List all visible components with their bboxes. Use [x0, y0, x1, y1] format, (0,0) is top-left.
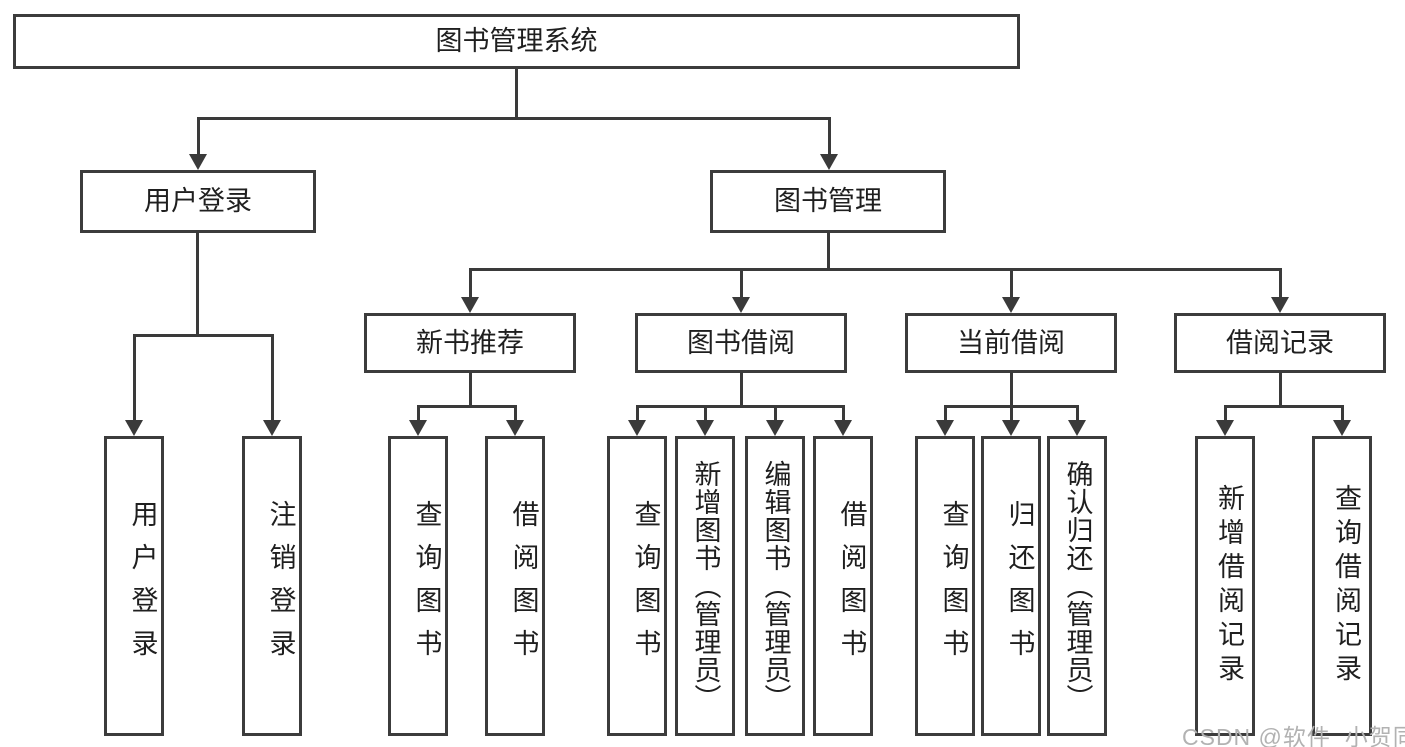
connector-vline — [1279, 372, 1282, 407]
connector-hline — [133, 334, 274, 337]
group-node-label: 借阅记录 — [1226, 327, 1334, 358]
leaf-label: 借阅图书 — [508, 500, 539, 672]
arrow-down — [732, 269, 750, 313]
connector-vline — [1010, 372, 1013, 407]
leaf-add-book-admin: 新增图书（管理员） — [675, 436, 735, 736]
arrow-down — [263, 335, 281, 436]
arrow-down — [189, 118, 207, 170]
leaf-query-books-current: 查询图书 — [915, 436, 975, 736]
branch-node-user-login: 用户登录 — [80, 170, 316, 233]
connector-vline — [740, 372, 743, 407]
group-node-new-book-recommend: 新书推荐 — [364, 313, 576, 373]
arrow-down — [461, 269, 479, 313]
arrow-down — [1002, 406, 1020, 436]
arrow-down — [834, 406, 852, 436]
arrow-down — [506, 406, 524, 436]
arrow-down — [628, 406, 646, 436]
connector-hline — [1224, 405, 1344, 408]
leaf-query-borrow-record: 查询借阅记录 — [1312, 436, 1372, 736]
leaf-label: 归还图书 — [1004, 500, 1035, 672]
leaf-label: 借阅图书 — [836, 500, 867, 672]
root-node-label: 图书管理系统 — [435, 26, 598, 56]
leaf-query-books-borrowing: 查询图书 — [607, 436, 667, 736]
leaf-logout: 注销登录 — [242, 436, 302, 736]
leaf-label: 新增借阅记录 — [1214, 484, 1244, 688]
connector-hline — [469, 268, 1282, 271]
arrow-down — [1271, 269, 1289, 313]
arrow-down — [820, 118, 838, 170]
leaf-label: 编辑图书（管理员） — [760, 460, 791, 712]
arrow-down — [936, 406, 954, 436]
group-node-current-borrowing: 当前借阅 — [905, 313, 1117, 373]
connector-vline — [469, 372, 472, 407]
root-node-library-system: 图书管理系统 — [13, 14, 1020, 69]
leaf-return-books: 归还图书 — [981, 436, 1041, 736]
connector-vline — [196, 232, 199, 336]
leaf-label: 查询图书 — [938, 500, 969, 672]
leaf-query-books-recommend: 查询图书 — [388, 436, 448, 736]
connector-vline — [515, 69, 518, 119]
leaf-edit-book-admin: 编辑图书（管理员） — [745, 436, 805, 736]
leaf-label: 用户登录 — [127, 500, 158, 672]
leaf-label: 新增图书（管理员） — [690, 460, 721, 712]
connector-hline — [197, 117, 831, 120]
watermark: CSDN @软件_小贺同学 — [1182, 724, 1405, 747]
connector-hline — [636, 405, 845, 408]
arrow-down — [1002, 269, 1020, 313]
arrow-down — [1333, 406, 1351, 436]
connector-hline — [417, 405, 517, 408]
arrow-down — [1068, 406, 1086, 436]
leaf-borrow-books-recommend: 借阅图书 — [485, 436, 545, 736]
group-node-label: 新书推荐 — [416, 327, 524, 358]
branch-node-label: 用户登录 — [144, 186, 252, 216]
leaf-label: 查询借阅记录 — [1331, 484, 1361, 688]
group-node-label: 当前借阅 — [957, 327, 1065, 358]
arrow-down — [696, 406, 714, 436]
leaf-add-borrow-record: 新增借阅记录 — [1195, 436, 1255, 736]
arrow-down — [766, 406, 784, 436]
arrow-down — [1216, 406, 1234, 436]
arrow-down — [125, 335, 143, 436]
connector-vline — [827, 232, 830, 270]
branch-node-book-management: 图书管理 — [710, 170, 946, 233]
leaf-borrow-books: 借阅图书 — [813, 436, 873, 736]
leaf-label: 查询图书 — [411, 500, 442, 672]
leaf-label: 查询图书 — [630, 500, 661, 672]
branch-node-label: 图书管理 — [774, 186, 882, 216]
group-node-book-borrowing: 图书借阅 — [635, 313, 847, 373]
group-node-label: 图书借阅 — [687, 327, 795, 358]
leaf-user-login: 用户登录 — [104, 436, 164, 736]
arrow-down — [409, 406, 427, 436]
leaf-label: 确认归还（管理员） — [1062, 460, 1093, 712]
leaf-label: 注销登录 — [265, 500, 296, 672]
group-node-borrow-records: 借阅记录 — [1174, 313, 1386, 373]
leaf-confirm-return-admin: 确认归还（管理员） — [1047, 436, 1107, 736]
